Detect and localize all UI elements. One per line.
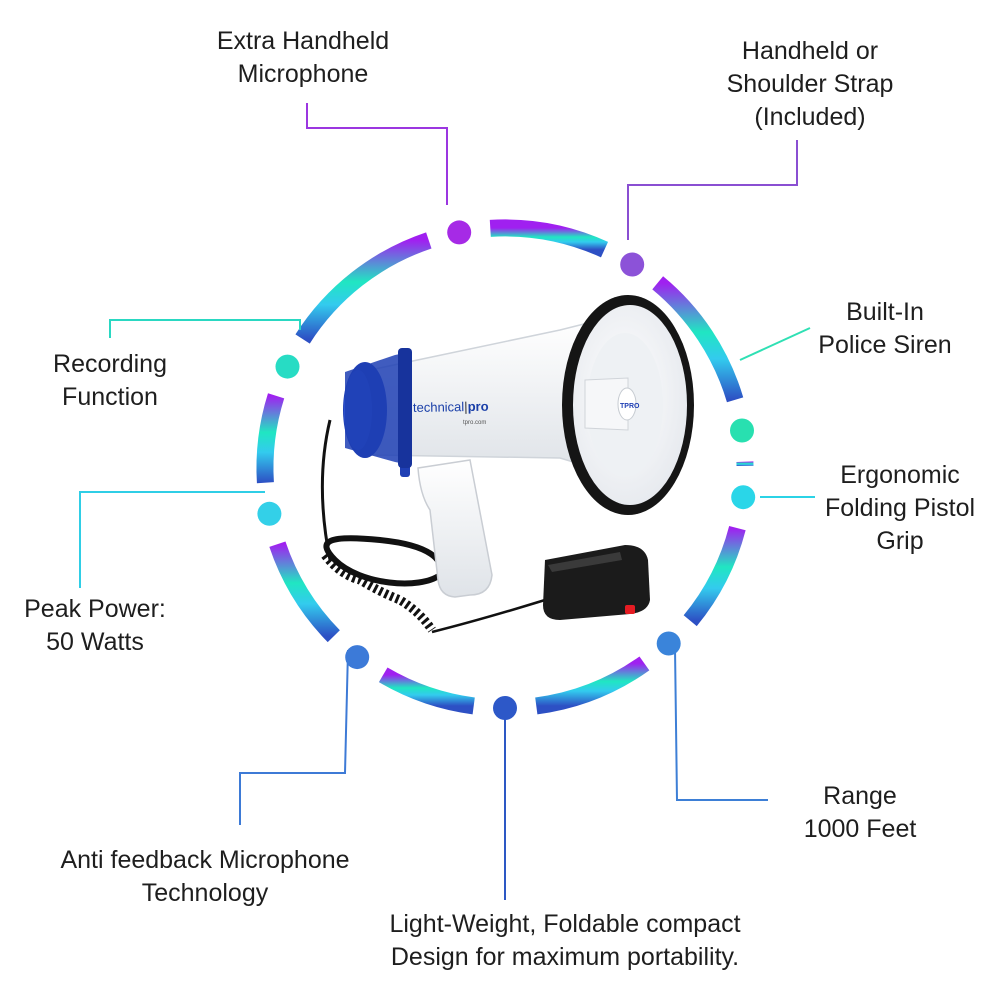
label-line: (Included) — [754, 103, 866, 131]
connector-line — [109, 319, 301, 338]
horn-badge-text: TPRO — [620, 403, 640, 410]
label-line: Function — [62, 383, 158, 411]
ring-dot — [257, 501, 282, 526]
ring-dot — [731, 485, 756, 510]
connector-line — [306, 103, 448, 205]
label-line: Design for maximum portability. — [390, 943, 740, 971]
label-line: Microphone — [237, 60, 369, 88]
label-lightweight: Light-Weight, Foldable compact Design fo… — [330, 908, 800, 974]
connector-line — [239, 649, 349, 825]
label-peak-power: Peak Power: 50 Watts — [5, 593, 185, 659]
label-strap: Handheld or Shoulder Strap (Included) — [700, 35, 920, 134]
connector-line — [674, 647, 768, 801]
pistol-grip — [417, 459, 493, 598]
connector-line — [739, 327, 811, 361]
ring-segment — [489, 219, 609, 258]
label-line: 50 Watts — [46, 628, 144, 656]
horn-badge — [617, 387, 637, 421]
ring-dot — [447, 220, 472, 245]
label-line: 1000 Feet — [803, 815, 917, 843]
label-line: Ergonomic — [840, 461, 960, 489]
connector-line — [627, 140, 798, 240]
ring-segment — [652, 276, 744, 403]
label-line: Built-In — [846, 298, 924, 326]
label-line: Recording — [53, 350, 167, 378]
label-line: Technology — [141, 879, 269, 907]
label-line: Light-Weight, Foldable compact — [389, 910, 741, 938]
cord-to-mic — [431, 598, 546, 634]
gradient-ring — [256, 219, 754, 715]
label-grip: Ergonomic Folding Pistol Grip — [800, 459, 1000, 558]
brand-text: technical|pro — [413, 399, 489, 415]
label-line: Folding Pistol — [824, 494, 976, 522]
label-line: Shoulder Strap — [726, 70, 894, 98]
shoulder-strap — [323, 535, 444, 587]
label-line: Extra Handheld — [216, 27, 390, 55]
ring-segment — [269, 541, 340, 643]
brand-subtext: tpro.com — [463, 420, 486, 426]
label-range: Range 1000 Feet — [760, 780, 960, 846]
ring-dots — [257, 220, 756, 720]
ring-segment — [683, 525, 746, 627]
ring-dot — [345, 645, 370, 670]
ring-segment — [535, 656, 650, 715]
label-line: Range — [823, 782, 897, 810]
label-line: Police Siren — [818, 331, 952, 359]
label-line: Grip — [876, 527, 924, 555]
ring-segment — [295, 232, 432, 344]
extra-microphone-box — [543, 545, 650, 620]
label-line: Handheld or — [741, 37, 879, 65]
label-line: Peak Power: — [24, 595, 166, 623]
ring-dot — [275, 354, 300, 379]
ring-dot — [620, 252, 645, 277]
ring-dot — [656, 631, 681, 656]
label-siren: Built-In Police Siren — [785, 296, 985, 362]
ring-dot — [493, 696, 517, 720]
connector-line — [79, 491, 265, 588]
label-recording: Recording Function — [20, 348, 200, 414]
ring-segment — [256, 393, 285, 484]
label-extra-mic: Extra Handheld Microphone — [188, 25, 418, 91]
label-anti-feedback: Anti feedback Microphone Technology — [20, 844, 390, 910]
ring-segment — [378, 667, 475, 715]
ring-dot — [730, 418, 754, 443]
coiled-cord-spiral — [321, 552, 436, 633]
connector-lines — [79, 103, 815, 900]
megaphone-image — [320, 295, 694, 634]
label-line: Anti feedback Microphone — [60, 846, 350, 874]
